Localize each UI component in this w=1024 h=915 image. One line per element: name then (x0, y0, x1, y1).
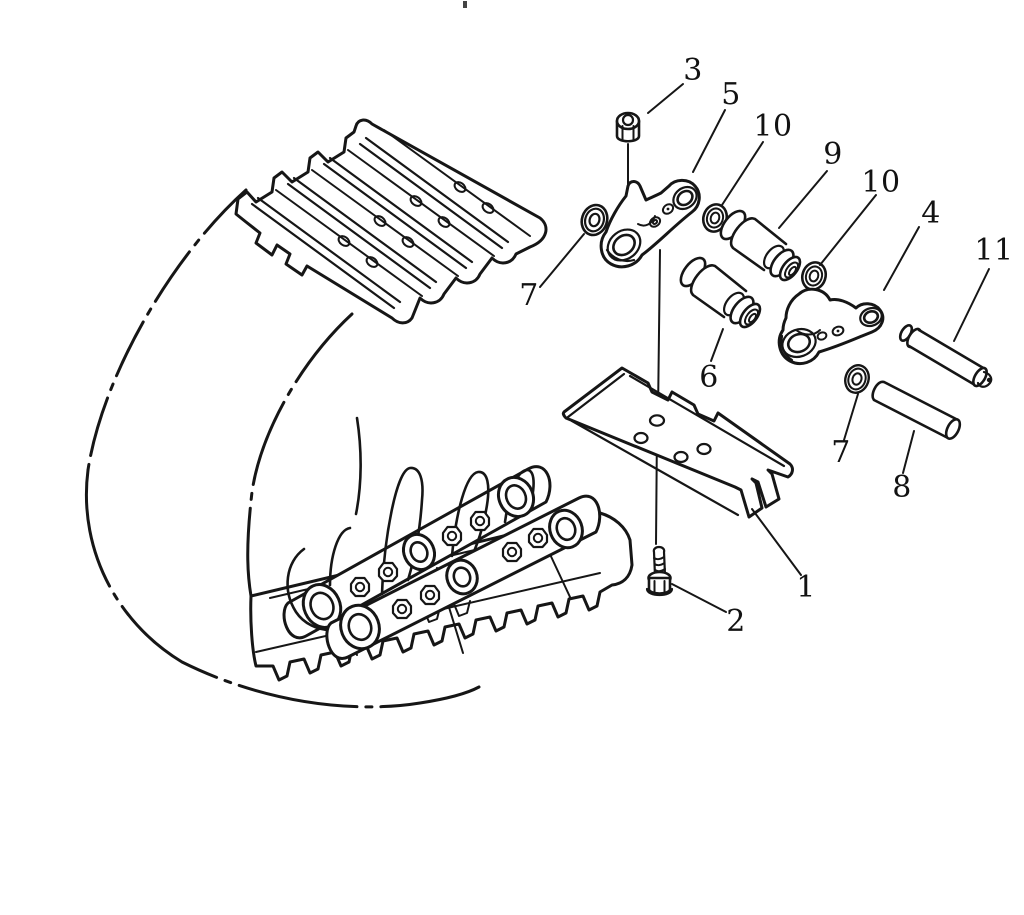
callout-10-lower: 10 (861, 165, 901, 200)
part-pin (871, 380, 962, 440)
part-link-left (599, 178, 701, 269)
chain-nut (501, 541, 523, 563)
grouser-plate-holes (337, 181, 495, 268)
callout-3: 3 (683, 53, 703, 88)
callout-7-left: 7 (519, 278, 539, 313)
part-nut (615, 111, 641, 143)
part-link-right (777, 287, 885, 366)
callout-5: 5 (721, 77, 741, 112)
chain-nut (469, 510, 491, 532)
callout-8: 8 (892, 470, 912, 505)
callout-2: 2 (726, 604, 746, 639)
callout-6: 6 (699, 360, 719, 395)
part-bolt (645, 545, 674, 597)
chain-nut (419, 584, 441, 606)
grouser-shoes-block (234, 118, 548, 325)
track-chain-near (286, 494, 602, 660)
callout-10-upper: 10 (753, 109, 793, 144)
callout-11: 11 (974, 233, 1014, 268)
part-track-shoe (561, 366, 794, 519)
chain-nut (391, 598, 413, 620)
part-ring-lower (797, 258, 831, 294)
scan-artifact-dot (463, 1, 467, 8)
chain-nut (377, 561, 399, 583)
part-bushing-upper (714, 205, 806, 285)
part-seal-right (840, 360, 874, 398)
callout-4: 4 (921, 196, 941, 231)
chain-nut (527, 527, 549, 549)
track-chain-far (282, 465, 552, 640)
chain-nut (349, 576, 371, 598)
chain-nut (441, 525, 463, 547)
callout-9: 9 (823, 137, 843, 172)
callout-7-right: 7 (831, 435, 851, 470)
part-bushing-lower (674, 252, 766, 332)
shoe-bolt-holes (633, 414, 712, 464)
leader-lines (539, 83, 990, 613)
callout-1: 1 (796, 570, 816, 605)
track-band-outline (84, 188, 481, 709)
part-master-pin (898, 324, 993, 388)
